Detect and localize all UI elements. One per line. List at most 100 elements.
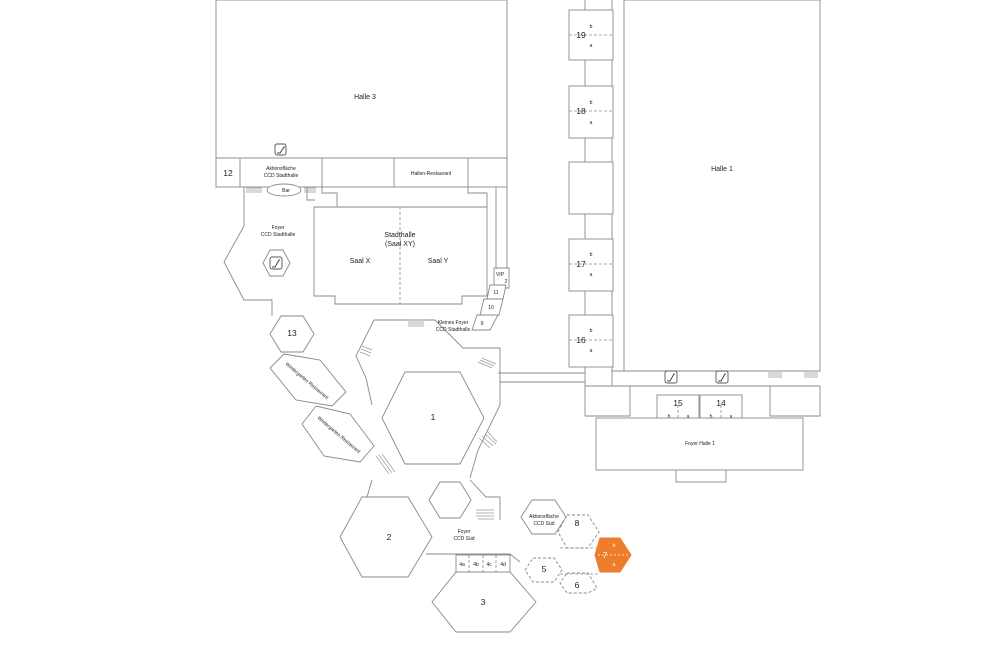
room-7-highlighted[interactable]: 7 b a	[594, 537, 632, 573]
room-4d[interactable]: 4d	[500, 562, 506, 568]
svg-text:CCD Süd: CCD Süd	[533, 521, 554, 527]
svg-text:CCD Stadthalle: CCD Stadthalle	[436, 327, 471, 333]
svg-text:7: 7	[603, 550, 608, 560]
svg-text:Kleines Foyer: Kleines Foyer	[438, 320, 469, 326]
room-16[interactable]: b 16 a	[568, 314, 614, 368]
rooms-4	[455, 554, 511, 573]
svg-text:b: b	[668, 414, 671, 420]
svg-text:4b: 4b	[473, 562, 479, 568]
svg-text:Aktionsfläche: Aktionsfläche	[529, 514, 559, 520]
room-4a[interactable]: 4a	[459, 562, 465, 568]
foyer-ccd-stadthalle[interactable]: Foyer CCD Stadthalle	[223, 187, 315, 316]
svg-text:16: 16	[576, 335, 586, 345]
svg-text:17: 17	[576, 259, 586, 269]
stairs-room-1	[375, 431, 498, 475]
halle-1[interactable]: Halle 1	[623, 0, 821, 372]
room-18[interactable]: b 18 a	[568, 85, 614, 139]
svg-text:CCD Stadthalle: CCD Stadthalle	[264, 173, 299, 179]
svg-text:10: 10	[488, 305, 494, 311]
svg-text:Foyer: Foyer	[458, 529, 471, 535]
room-11[interactable]: 11	[486, 284, 507, 300]
escalator-icon-halle1-left	[664, 370, 678, 384]
escalator-icon	[274, 143, 287, 156]
room-3[interactable]: 3	[431, 571, 537, 633]
svg-text:18: 18	[576, 106, 586, 116]
halle-3-label: Halle 3	[354, 94, 376, 101]
svg-text:CCD Süd: CCD Süd	[453, 536, 474, 542]
wintergarten-restaurant-2[interactable]: Wintergarten Restaurant	[301, 405, 375, 463]
svg-text:5: 5	[542, 564, 547, 574]
svg-text:14: 14	[716, 398, 726, 408]
svg-text:VIP: VIP	[496, 272, 505, 278]
svg-text:a: a	[687, 414, 690, 420]
svg-text:Saal Y: Saal Y	[428, 258, 449, 265]
svg-text:9: 9	[481, 321, 484, 327]
saal-y[interactable]: Saal Y	[428, 258, 449, 265]
svg-text:Foyer: Foyer	[272, 225, 285, 231]
room-9[interactable]: 9	[471, 314, 499, 331]
svg-text:b: b	[590, 328, 593, 334]
stairs-halle1	[768, 372, 818, 378]
escalator-icon-halle1-right	[715, 370, 729, 384]
svg-text:b: b	[590, 24, 593, 30]
svg-text:19: 19	[576, 30, 586, 40]
svg-text:2: 2	[387, 532, 392, 542]
svg-text:a: a	[590, 43, 593, 49]
svg-text:2: 2	[505, 279, 508, 285]
room-13[interactable]: 13	[269, 315, 315, 353]
room-19[interactable]: b 19 a	[568, 9, 614, 61]
hallen-restaurant[interactable]: Hallen-Restaurant	[411, 171, 452, 177]
room-12[interactable]: 12	[223, 168, 233, 178]
svg-text:4c: 4c	[486, 562, 492, 568]
stadthalle-saal-xy[interactable]: Stadthalle (Saal XY)	[313, 187, 488, 305]
svg-text:Saal X: Saal X	[350, 258, 371, 265]
svg-text:6: 6	[575, 580, 580, 590]
svg-text:11: 11	[493, 290, 498, 296]
room-vip-2[interactable]: VIP 2	[493, 267, 510, 289]
svg-text:15: 15	[673, 398, 683, 408]
aktionsflaeche-ccd-sued[interactable]: Aktionsfläche CCD Süd	[520, 499, 567, 535]
kleines-foyer-ccd-stadthalle[interactable]: Kleines Foyer CCD Stadthalle	[355, 319, 501, 479]
bar[interactable]: Bar	[266, 183, 302, 197]
svg-text:13: 13	[287, 328, 297, 338]
room-1[interactable]: 1	[381, 371, 485, 465]
stairs-kleines-foyer	[359, 319, 497, 369]
svg-text:Foyer Halle 1: Foyer Halle 1	[685, 441, 715, 447]
stairs-bar	[246, 187, 316, 193]
hex-foyer-sued	[428, 481, 472, 519]
room-2[interactable]: 2	[339, 496, 433, 578]
room-6[interactable]: 6	[559, 572, 598, 594]
svg-text:a: a	[590, 120, 593, 126]
room-5[interactable]: 5	[524, 557, 563, 583]
aktionsflaeche-ccd-stadthalle[interactable]: Aktionsfläche CCD Stadthalle	[264, 166, 299, 179]
svg-text:a: a	[590, 272, 593, 278]
svg-text:3: 3	[481, 597, 486, 607]
svg-text:8: 8	[575, 518, 580, 528]
svg-text:Bar: Bar	[282, 188, 290, 194]
room-4b[interactable]: 4b	[473, 562, 479, 568]
escalator-icon-foyer	[262, 249, 291, 277]
svg-text:a: a	[590, 348, 593, 354]
foyer-halle-1[interactable]: Foyer Halle 1	[595, 417, 804, 471]
svg-text:4d: 4d	[500, 562, 506, 568]
svg-text:12: 12	[223, 168, 233, 178]
wintergarten-restaurant-1[interactable]: Wintergarten Restaurant	[269, 353, 347, 407]
svg-text:Halle 1: Halle 1	[711, 166, 733, 173]
svg-text:a: a	[613, 562, 616, 568]
halle-3[interactable]: Halle 3	[215, 0, 508, 159]
svg-text:Aktionsfläche: Aktionsfläche	[266, 166, 296, 172]
svg-text:1: 1	[431, 412, 436, 422]
svg-text:CCD Stadthalle: CCD Stadthalle	[261, 232, 296, 238]
foyer-halle-1-entrance	[675, 469, 727, 483]
room-4c[interactable]: 4c	[486, 562, 492, 568]
stairs-foyer-sued	[476, 509, 494, 520]
svg-text:a: a	[730, 414, 733, 420]
svg-text:Stadthalle: Stadthalle	[384, 232, 415, 239]
room-17[interactable]: b 17 a	[568, 238, 614, 292]
room-10[interactable]: 10	[479, 298, 504, 316]
halle-3-strip	[215, 157, 508, 188]
svg-text:b: b	[613, 543, 616, 549]
saal-x[interactable]: Saal X	[350, 258, 371, 265]
room-blank	[568, 161, 614, 215]
